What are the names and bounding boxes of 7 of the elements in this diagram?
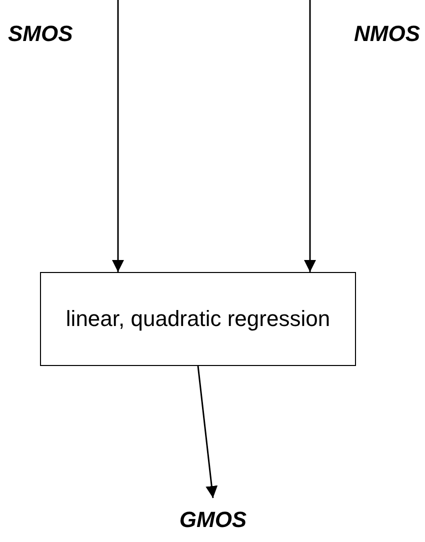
signal-label: SMOS — [8, 12, 118, 56]
signal-label: NMOS — [310, 12, 420, 56]
arrow — [197, 366, 218, 498]
process-box: linear, quadratic regression — [40, 272, 356, 366]
signal-label: GMOS — [163, 500, 263, 540]
arrow — [112, 0, 124, 272]
arrow — [304, 0, 316, 272]
